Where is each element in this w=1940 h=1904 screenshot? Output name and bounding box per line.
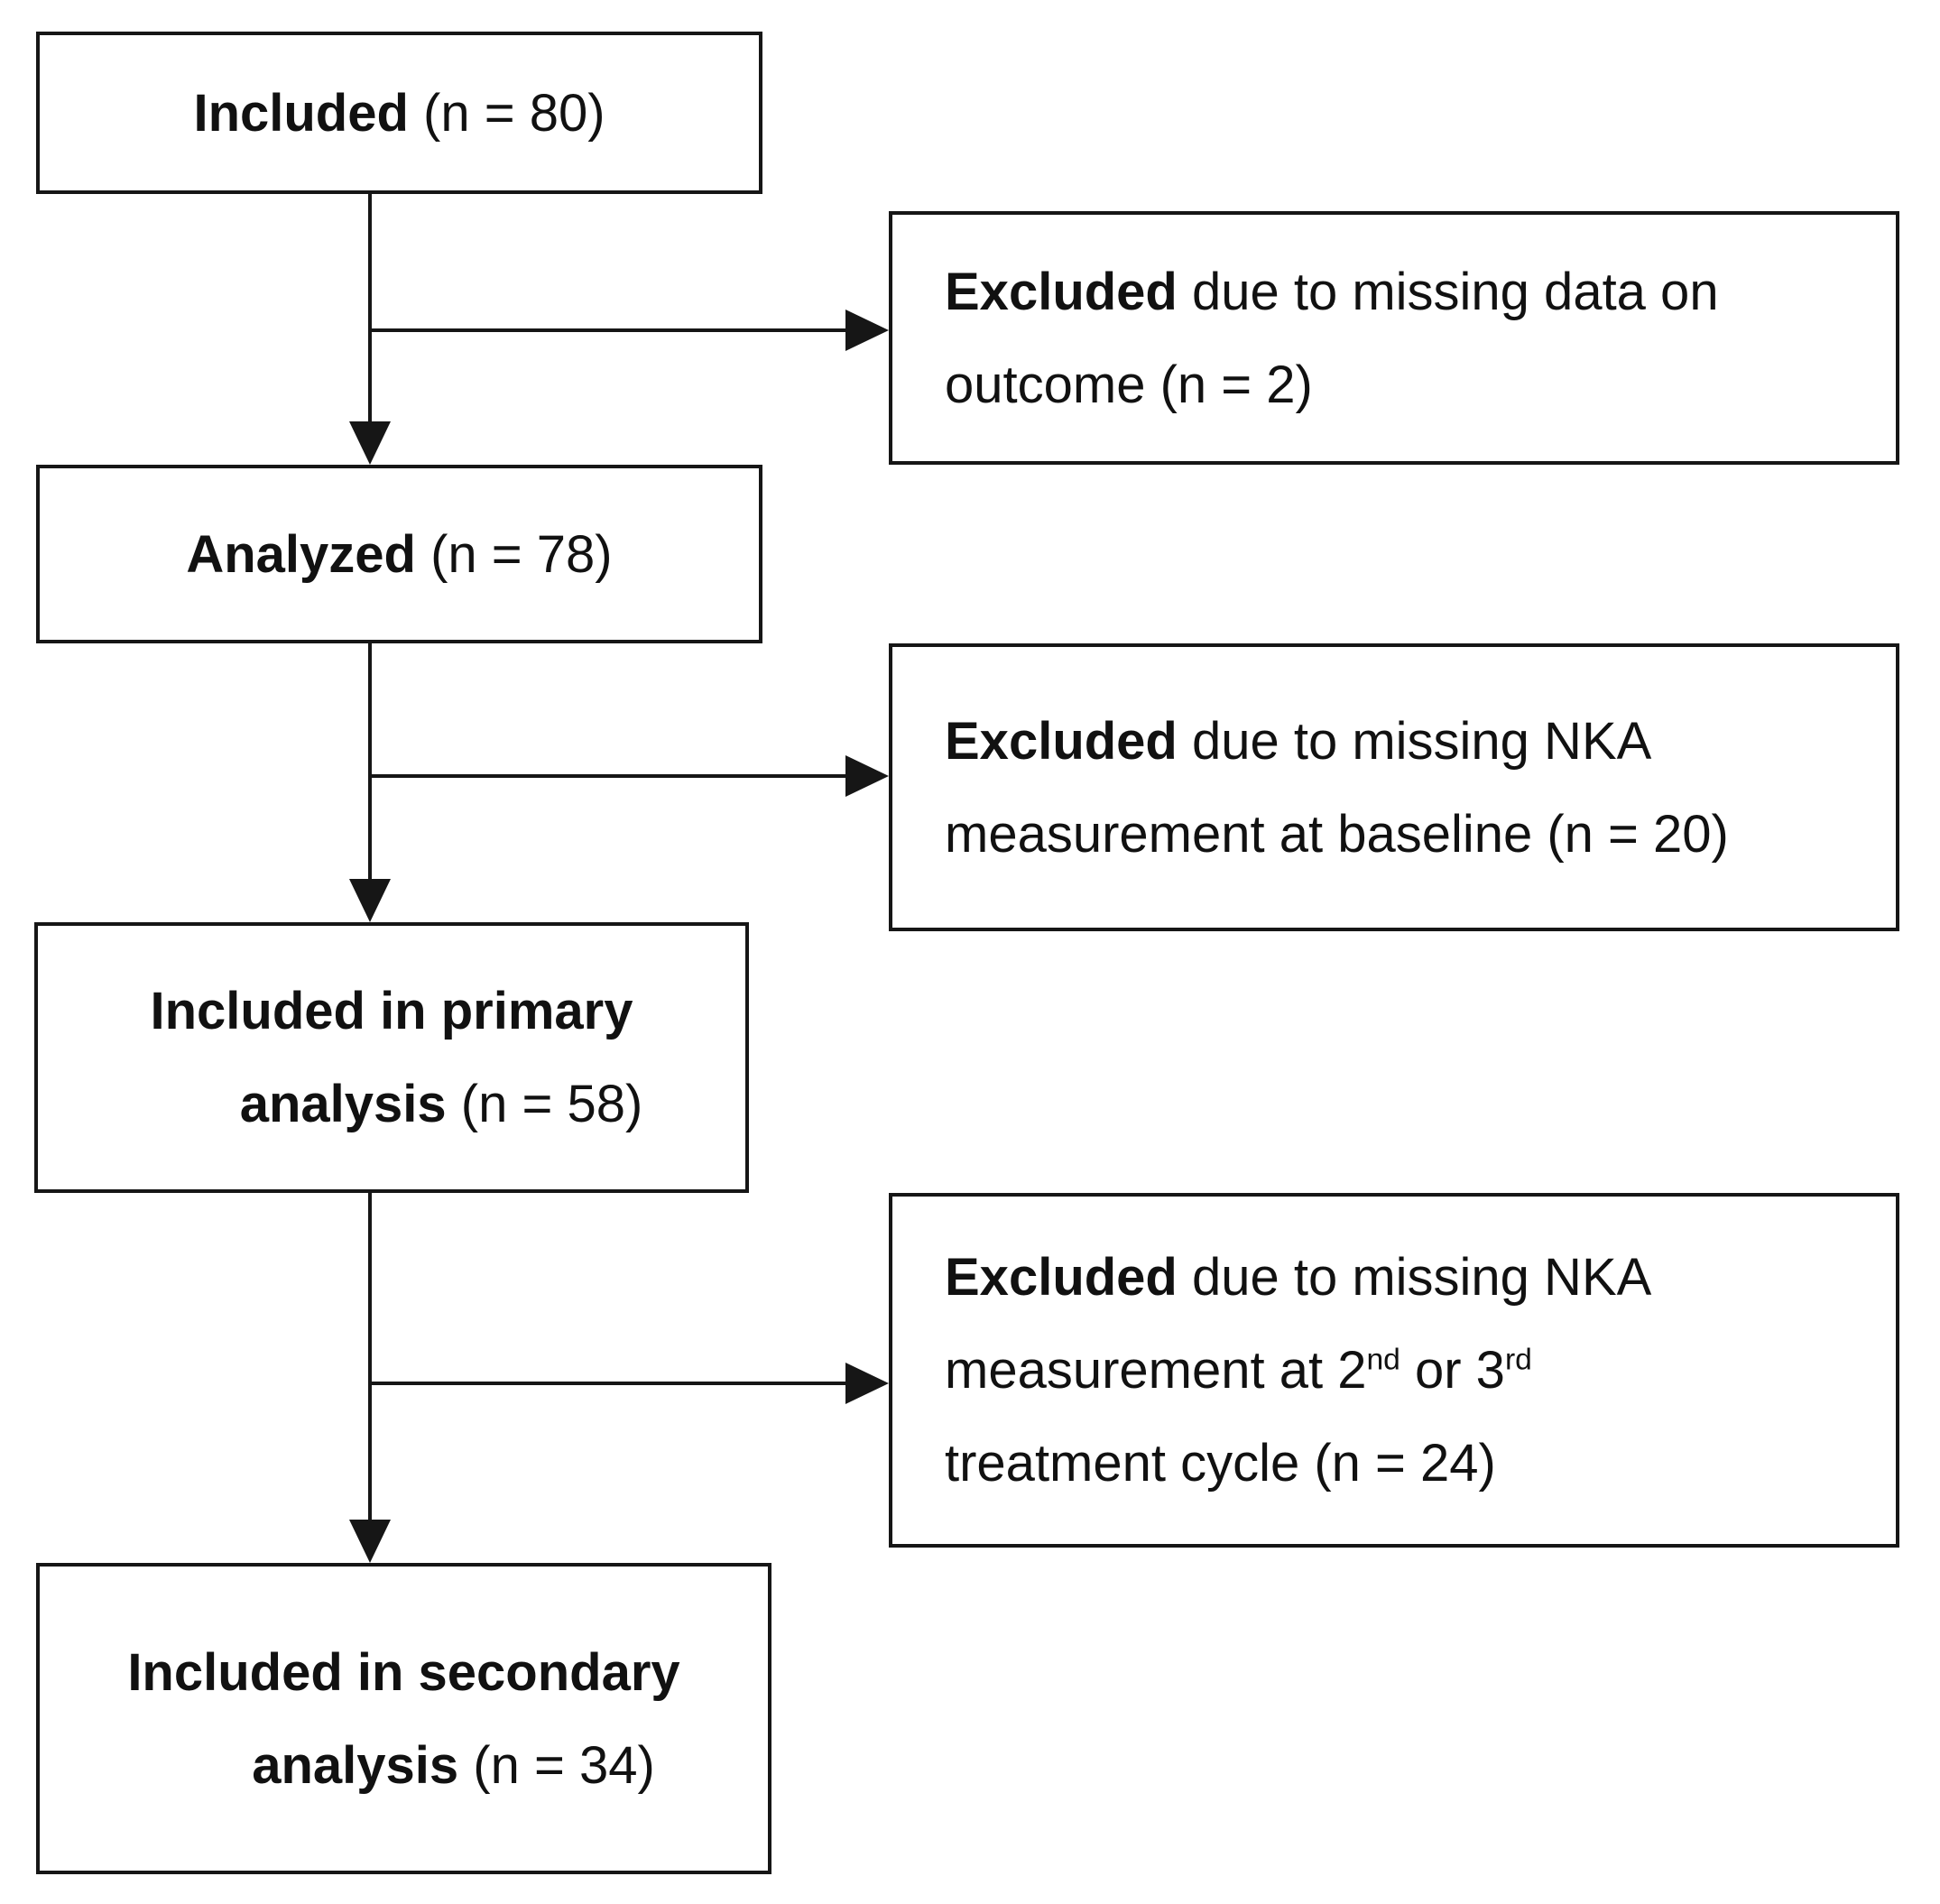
connector-branch-baseline xyxy=(368,774,845,778)
connector-analyzed-primary xyxy=(368,643,372,879)
node-primary-count: (n = 58) xyxy=(446,1075,643,1133)
node-analyzed-label: Analyzed (n = 78) xyxy=(186,508,612,601)
excluded-baseline-line1: due to missing NKA xyxy=(1177,711,1652,771)
node-secondary-line2: analysis (n = 34) xyxy=(252,1719,655,1812)
node-secondary-count: (n = 34) xyxy=(458,1735,655,1795)
arrow-down-icon xyxy=(349,421,391,465)
arrow-right-icon xyxy=(845,755,889,797)
connector-primary-secondary xyxy=(368,1193,372,1520)
excluded-cycle-line1: due to missing NKA xyxy=(1177,1248,1652,1307)
excluded-cycle-sup-rd: rd xyxy=(1504,1343,1532,1377)
excluded-cycle-bold: Excluded xyxy=(945,1248,1178,1307)
node-analyzed-count: (n = 78) xyxy=(416,524,613,584)
node-analyzed: Analyzed (n = 78) xyxy=(36,465,762,643)
excluded-baseline-bold: Excluded xyxy=(945,711,1178,771)
node-included-title: Included xyxy=(193,83,409,143)
node-excluded-baseline: Excluded due to missing NKA measurement … xyxy=(889,643,1899,931)
node-secondary-analysis-label: Included in secondary analysis (n = 34) xyxy=(127,1626,679,1812)
node-included-count: (n = 80) xyxy=(408,83,605,143)
node-analyzed-title: Analyzed xyxy=(186,524,416,584)
node-secondary-analysis: Included in secondary analysis (n = 34) xyxy=(36,1563,771,1874)
arrow-down-icon xyxy=(349,879,391,922)
node-excluded-outcome-label: Excluded due to missing data on outcome … xyxy=(945,245,1719,431)
node-included-label: Included (n = 80) xyxy=(193,67,605,160)
connector-included-analyzed xyxy=(368,194,372,421)
node-primary-line2-bold: analysis xyxy=(239,1075,447,1133)
excluded-baseline-line2: measurement at baseline (n = 20) xyxy=(945,804,1729,864)
node-primary-line2: analysis (n = 58) xyxy=(240,1058,643,1151)
excluded-cycle-line3: treatment cycle (n = 24) xyxy=(945,1434,1496,1493)
connector-branch-outcome xyxy=(368,328,845,332)
excluded-cycle-line2-mid: or 3 xyxy=(1400,1341,1505,1400)
node-included: Included (n = 80) xyxy=(36,32,762,194)
node-excluded-cycle: Excluded due to missing NKA measurement … xyxy=(889,1193,1899,1548)
excluded-outcome-line2: outcome (n = 2) xyxy=(945,355,1313,414)
node-primary-line1: Included in primary xyxy=(150,982,633,1040)
arrow-right-icon xyxy=(845,1363,889,1404)
node-primary-analysis-label: Included in primary analysis (n = 58) xyxy=(150,965,643,1151)
connector-branch-cycle xyxy=(368,1382,845,1385)
arrow-down-icon xyxy=(349,1520,391,1563)
excluded-outcome-bold: Excluded xyxy=(945,262,1178,321)
excluded-outcome-line1: due to missing data on xyxy=(1177,262,1719,321)
arrow-right-icon xyxy=(845,310,889,351)
excluded-cycle-sup-nd: nd xyxy=(1366,1343,1400,1377)
node-excluded-cycle-label: Excluded due to missing NKA measurement … xyxy=(945,1231,1651,1510)
node-secondary-line2-bold: analysis xyxy=(252,1735,459,1795)
node-excluded-baseline-label: Excluded due to missing NKA measurement … xyxy=(945,695,1729,881)
node-excluded-outcome: Excluded due to missing data on outcome … xyxy=(889,211,1899,465)
node-primary-analysis: Included in primary analysis (n = 58) xyxy=(34,922,749,1193)
node-secondary-line1: Included in secondary xyxy=(127,1642,680,1702)
excluded-cycle-line2-pre: measurement at 2 xyxy=(945,1341,1367,1400)
